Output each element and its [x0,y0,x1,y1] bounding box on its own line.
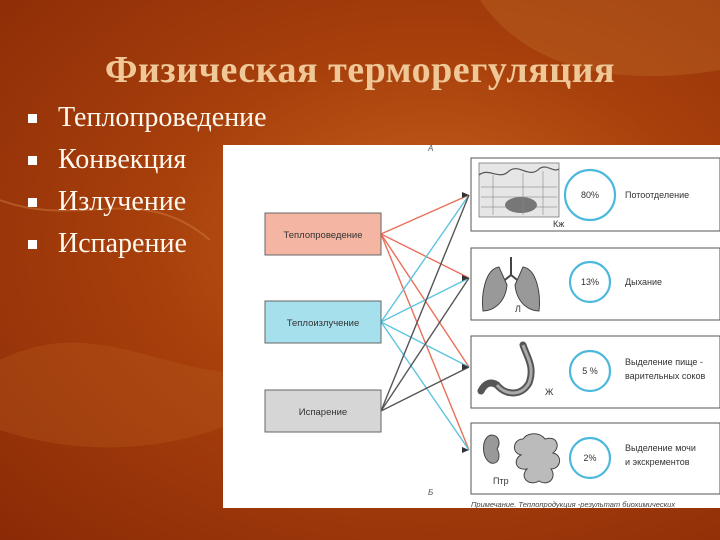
bottom-marker: Б [428,488,433,497]
mechanism-label: Теплопроведение [283,230,362,241]
bullet-item: Теплопроведение [28,100,267,142]
percent-circle [568,260,612,304]
bullet-square-icon [28,156,37,165]
organ-description: Потоотделение [625,190,689,200]
organ-letter: Кж [553,219,564,229]
organ-panel-stomach: Ж 5 % Выделение пище - варительных соков [470,335,720,409]
organ-panel-skin: Кж 80% Потоотделение [470,157,720,232]
organ-letter: Ж [545,387,554,397]
connector-line [380,321,470,451]
mechanism-label: Испарение [299,407,347,418]
bullet-item: Испарение [28,226,267,268]
bullet-square-icon [28,240,37,249]
bullet-list: Теплопроведение Конвекция Излучение Испа… [28,100,267,268]
connector-line [380,194,470,412]
bullet-text: Излучение [58,186,187,217]
percent-circle [568,436,612,480]
arrowhead-icon [462,364,469,370]
connector-line [380,233,470,279]
thermoregulation-diagram: А Б Теплопроведение Теплоизлучение [223,145,720,508]
organ-description: Выделение пище - [625,357,703,367]
connector-line [380,366,470,412]
arrowhead-icon [462,192,469,198]
mechanism-radiation-box: Теплоизлучение [264,300,382,344]
bullet-square-icon [28,114,37,123]
connector-line [380,233,470,451]
skin-icon [478,162,560,218]
percent-circle [568,349,612,393]
arrowhead-icon [462,447,469,453]
footnote: Примечание. Теплопродукция -результат би… [471,500,675,508]
organ-percent: 13% [581,277,599,287]
organ-description: Дыхание [625,277,662,287]
stomach-icon [477,341,535,397]
percent-circle [563,168,617,222]
mechanism-evaporation-box: Испарение [264,389,382,433]
organ-letter: Птр [493,476,509,486]
bullet-text: Испарение [58,228,187,259]
organ-description: варительных соков [625,371,705,381]
kidney-intestine-icon [483,433,560,484]
connector-line [380,194,470,323]
organ-letter: Л [515,304,521,314]
organ-panel-excretion: Птр 2% Выделение мочи и экскрементов [470,422,720,495]
bullet-item: Излучение [28,184,267,226]
bullet-text: Теплопроведение [58,102,267,133]
organ-description: Выделение мочи [625,443,696,453]
organ-percent: 2% [583,453,596,463]
organ-panel-lungs: Л 13% Дыхание [470,247,720,321]
connector-line [380,194,470,235]
mechanism-label: Теплоизлучение [287,318,360,329]
connector-line [380,277,470,412]
slide-title: Физическая терморегуляция [104,49,616,91]
diagram-svg: А Б Теплопроведение Теплоизлучение [264,145,720,508]
bullet-text: Конвекция [58,144,187,175]
top-marker: А [427,145,433,153]
bullet-item: Конвекция [28,142,267,184]
mechanism-conduction-box: Теплопроведение [264,212,382,256]
lungs-icon [482,257,540,312]
organ-percent: 5 % [582,366,598,376]
arrowhead-icon [462,275,469,281]
connector-line [380,277,470,323]
organ-percent: 80% [581,190,599,200]
connection-lines [380,194,470,451]
arrowheads [462,192,469,453]
bullet-square-icon [28,198,37,207]
organ-description: и экскрементов [625,457,690,467]
